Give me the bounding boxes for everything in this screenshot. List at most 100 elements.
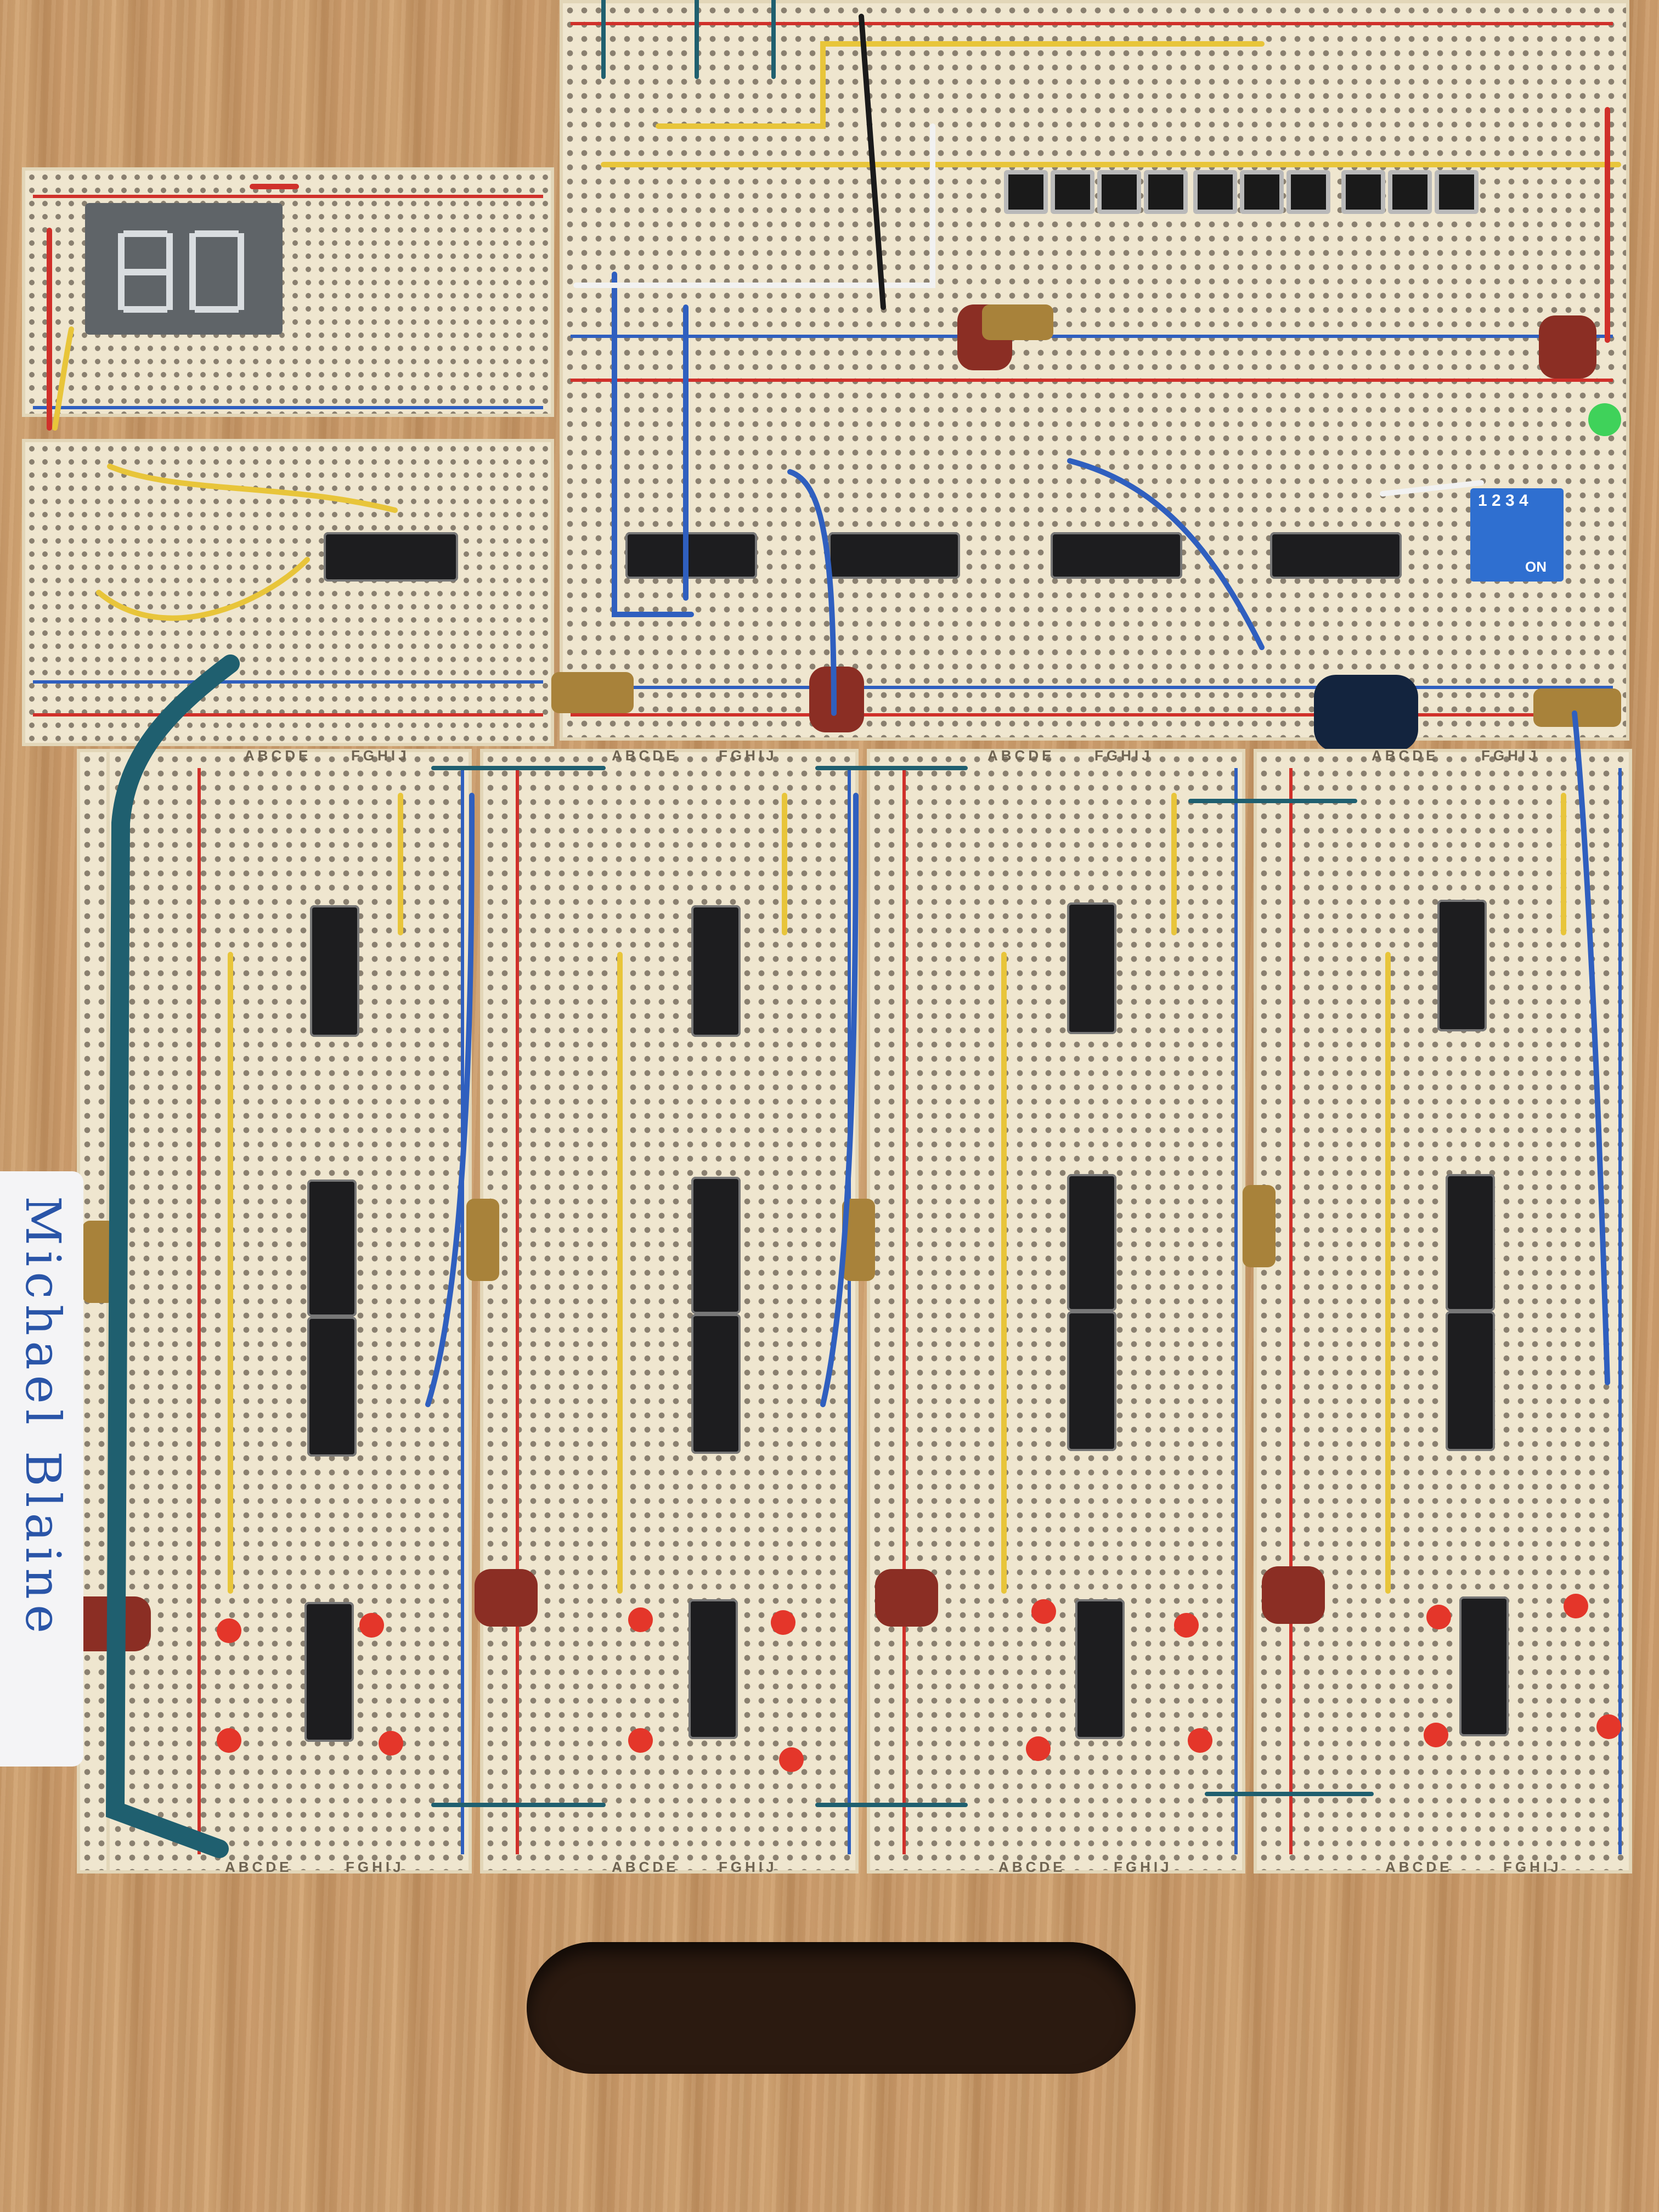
seven-segment-display <box>85 203 283 335</box>
digit-segments <box>118 230 244 313</box>
power-rail <box>516 768 519 1854</box>
blue-wire <box>612 272 694 617</box>
power-rail <box>902 768 906 1854</box>
power-rail <box>33 713 543 716</box>
ground-rail <box>571 686 1613 689</box>
register-chip <box>310 905 359 1037</box>
blue-wire <box>820 793 859 1407</box>
status-led <box>628 1728 653 1753</box>
column-header: ABCDE <box>1372 747 1439 764</box>
column-header: FGHIJ <box>351 747 410 764</box>
decoder-breadboard <box>22 439 554 746</box>
power-led <box>1588 403 1621 436</box>
ceramic-capacitor <box>875 1569 938 1627</box>
register-chip <box>1459 1596 1509 1736</box>
ground-rail <box>1234 768 1238 1854</box>
black-wire <box>859 14 886 310</box>
status-led <box>1564 1594 1588 1618</box>
push-button <box>1004 170 1048 214</box>
blue-wire <box>1067 458 1265 650</box>
register-chip <box>1067 902 1116 1034</box>
register-chip <box>691 1314 741 1454</box>
electrolytic-capacitor <box>1243 1185 1276 1267</box>
column-header: ABCDE <box>1385 1859 1453 1875</box>
white-wire <box>1380 480 1484 496</box>
ground-rail <box>1618 768 1622 1854</box>
register-chip <box>1075 1599 1125 1739</box>
status-led <box>1031 1599 1056 1624</box>
control-breadboard <box>560 0 1629 741</box>
name-tag-card <box>0 1171 83 1767</box>
register-breadboard-1 <box>93 749 472 1874</box>
logic-chip <box>1051 532 1182 579</box>
push-button <box>1193 170 1237 214</box>
ground-rail <box>848 768 851 1854</box>
decoder-chip <box>324 532 458 582</box>
logic-chip <box>828 532 960 579</box>
status-led <box>628 1607 653 1632</box>
status-led <box>1174 1613 1199 1638</box>
status-led <box>217 1618 241 1643</box>
ceramic-capacitor <box>809 667 864 732</box>
status-led <box>1596 1714 1621 1739</box>
ground-rail <box>33 680 543 684</box>
push-button <box>1144 170 1188 214</box>
blue-wire <box>1572 710 1610 1385</box>
column-header: FGHIJ <box>719 747 777 764</box>
status-led <box>1026 1736 1051 1761</box>
register-chip <box>1067 1174 1116 1311</box>
push-button <box>1286 170 1330 214</box>
power-rail <box>571 22 1613 25</box>
push-button <box>1051 170 1094 214</box>
name-tag-text: Michael Blaine <box>15 1196 71 1639</box>
column-header: ABCDE <box>225 1859 292 1875</box>
push-button <box>1097 170 1141 214</box>
electrolytic-capacitor <box>1314 675 1418 752</box>
electrolytic-capacitor <box>982 304 1053 340</box>
yellow-wire <box>96 557 310 621</box>
column-header: FGHIJ <box>1114 1859 1172 1875</box>
yellow-wire <box>656 41 1265 129</box>
column-header: FGHIJ <box>1503 1859 1562 1875</box>
power-rail <box>571 379 1613 382</box>
power-rail <box>198 768 201 1854</box>
push-button <box>1341 170 1385 214</box>
blue-wire <box>787 469 837 716</box>
dip-switch: 1 2 3 4 ON <box>1470 488 1564 582</box>
status-led <box>1426 1605 1451 1629</box>
ground-rail <box>33 406 543 409</box>
column-header: FGHIJ <box>719 1859 777 1875</box>
register-chip <box>691 1177 741 1314</box>
logic-chip <box>1270 532 1402 579</box>
teal-wire-bundle <box>105 654 240 1858</box>
column-header: ABCDE <box>612 1859 679 1875</box>
status-led <box>1188 1728 1212 1753</box>
dip-switch-numbers: 1 2 3 4 <box>1478 492 1528 510</box>
status-led <box>359 1613 384 1638</box>
logic-chip <box>625 532 757 579</box>
ground-rail <box>571 335 1613 338</box>
status-led <box>1424 1723 1448 1747</box>
push-button <box>1388 170 1432 214</box>
electrolytic-capacitor <box>551 672 634 713</box>
power-rail <box>33 195 543 198</box>
column-header: ABCDE <box>612 747 679 764</box>
column-header: ABCDE <box>988 747 1055 764</box>
register-chip <box>689 1599 738 1739</box>
register-chip <box>307 1317 357 1457</box>
column-header: FGHIJ <box>1094 747 1153 764</box>
status-led <box>217 1728 241 1753</box>
electrolytic-capacitor <box>466 1199 499 1281</box>
yellow-wire <box>52 326 74 431</box>
yellow-wire <box>107 464 398 513</box>
column-header: ABCDE <box>998 1859 1066 1875</box>
status-led <box>779 1747 804 1772</box>
ceramic-capacitor <box>1539 315 1596 379</box>
register-chip <box>691 905 741 1037</box>
status-led <box>379 1731 403 1756</box>
ceramic-capacitor <box>475 1569 538 1627</box>
ceramic-capacitor <box>1262 1566 1325 1624</box>
column-header: ABCDE <box>244 747 312 764</box>
push-button <box>1435 170 1479 214</box>
blue-wire <box>425 793 475 1407</box>
